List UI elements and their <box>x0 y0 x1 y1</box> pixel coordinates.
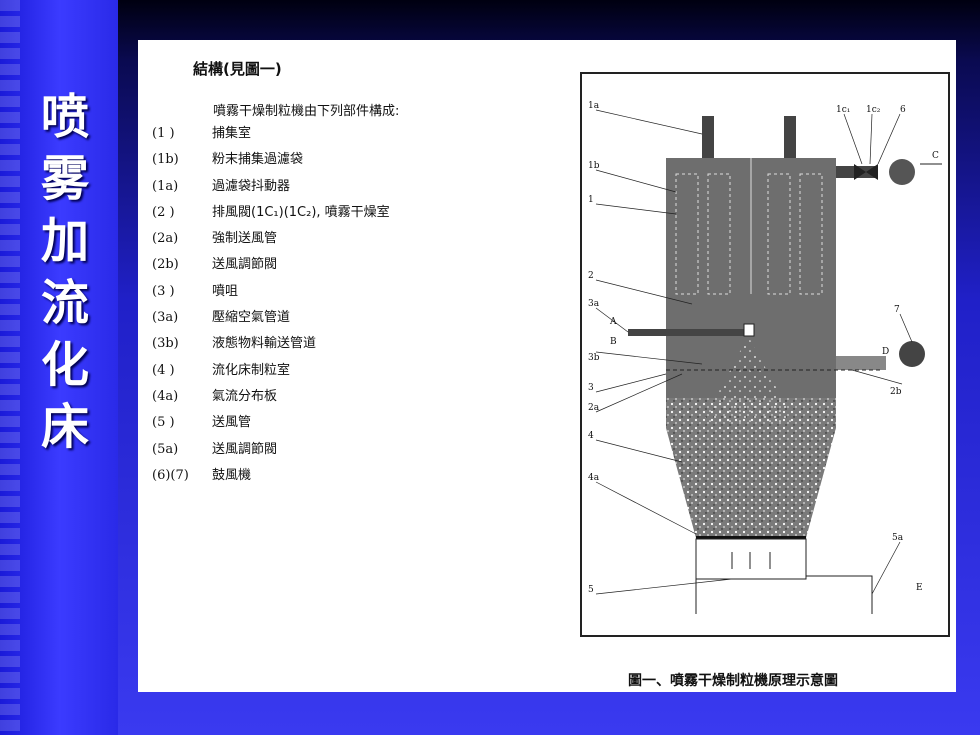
part-code: (1 ) <box>152 126 175 141</box>
part-code: (2b) <box>152 257 179 273</box>
label-C: C <box>932 151 939 161</box>
title-char: 流 <box>40 275 89 331</box>
label-3b: 3b <box>588 353 600 363</box>
valve-1c2 <box>866 164 878 180</box>
spray-granulator-diagram: 1a 1b 1 2 3a A B 3b 3 2a 4 4a 5 1c₁ 1c₂ … <box>588 101 942 614</box>
label-5: 5 <box>588 585 594 595</box>
part-code: (3b) <box>152 336 179 352</box>
label-2b: 2b <box>890 387 902 397</box>
part-label: 氣流分布板 <box>212 388 278 404</box>
part-label: 粉末捕集過濾袋 <box>212 152 304 168</box>
spray-nozzle <box>743 323 755 337</box>
part-label: 噴咀 <box>212 283 239 299</box>
spray-cone <box>702 336 796 424</box>
part-code: (6)(7) <box>152 467 189 483</box>
feed-pipe <box>628 329 746 336</box>
part-code: (5 ) <box>152 415 175 431</box>
upflow-arrows <box>731 552 771 569</box>
plenum <box>695 538 807 580</box>
part-code: (3 ) <box>152 283 175 299</box>
label-2: 2 <box>588 271 594 281</box>
label-B: B <box>610 337 617 347</box>
part-code: (1a) <box>152 178 179 194</box>
part-item: (2 ) 排風閥(1C₁)(1C₂), 噴霧干燥室 <box>152 201 390 227</box>
part-code: (2a) <box>152 231 179 247</box>
filter-bags <box>675 173 823 295</box>
label-4a: 4a <box>588 473 600 483</box>
title-char: 雾 <box>40 151 89 207</box>
part-code: (1b) <box>152 152 179 168</box>
part-label: 壓縮空氣管道 <box>212 310 291 326</box>
parts-list: (1 ) 捕集室 (1b) 粉末捕集過濾袋 (1a) 過濾袋抖動器 (2 ) 排風閥(1… <box>152 122 390 490</box>
label-4: 4 <box>588 431 594 441</box>
part-label: 送風調節閥 <box>212 257 278 273</box>
label-E: E <box>916 583 923 593</box>
stack-right <box>784 116 796 160</box>
label-5a: 5a <box>892 533 904 543</box>
intro-text: 噴霧干燥制粒機由下列部件構成: <box>213 104 400 119</box>
part-label: 捕集室 <box>212 126 252 141</box>
part-item: (1a) 過濾袋抖動器 <box>152 175 390 201</box>
part-item: (4a) 氣流分布板 <box>152 385 390 411</box>
part-code: (2 ) <box>152 204 175 220</box>
part-code: (4 ) <box>152 362 175 378</box>
title-char: 加 <box>40 213 89 269</box>
part-label: 送風管 <box>212 415 252 431</box>
label-D: D <box>882 347 889 357</box>
part-item: (4 ) 流化床制粒室 <box>152 359 390 385</box>
part-item: (6)(7) 鼓風機 <box>152 464 390 490</box>
blower-7 <box>899 341 925 367</box>
part-item: (2b) 送風調節閥 <box>152 253 390 279</box>
part-label: 鼓風機 <box>212 467 252 483</box>
part-label: 流化床制粒室 <box>212 362 291 378</box>
inlet-pipe-2a <box>836 356 886 370</box>
slide-title: 喷 雾 加 流 化 床 <box>30 86 100 458</box>
label-6: 6 <box>900 105 906 115</box>
air-inlet-duct <box>805 575 873 614</box>
title-char: 床 <box>40 399 89 455</box>
part-code: (4a) <box>152 388 179 404</box>
label-1a: 1a <box>588 101 600 111</box>
part-item: (1b) 粉末捕集過濾袋 <box>152 148 390 174</box>
decor-squares <box>0 0 20 735</box>
part-item: (1 ) 捕集室 <box>152 122 390 148</box>
left-decor-bar <box>0 0 118 735</box>
title-char: 喷 <box>40 89 89 145</box>
part-item: (5 ) 送風管 <box>152 411 390 437</box>
title-char: 化 <box>40 337 89 393</box>
part-label: 過濾袋抖動器 <box>212 178 291 194</box>
label-2a: 2a <box>588 403 600 413</box>
part-code: (3a) <box>152 310 179 326</box>
figure-caption: 圖一、噴霧干燥制粒機原理示意圖 <box>628 673 838 689</box>
label-A: A <box>609 317 617 327</box>
part-label: 排風閥(1C₁)(1C₂), 噴霧干燥室 <box>212 204 390 220</box>
stack-left <box>702 116 714 160</box>
distributor-plate <box>696 536 806 539</box>
valve-1c1 <box>854 164 866 180</box>
part-item: (2a) 強制送風管 <box>152 227 390 253</box>
part-code: (5a) <box>152 441 179 457</box>
part-label: 液態物料輸送管道 <box>212 336 317 352</box>
label-1: 1 <box>588 195 594 205</box>
part-item: (3a) 壓縮空氣管道 <box>152 306 390 332</box>
part-label: 送風調節閥 <box>212 441 278 457</box>
figure-panel: 結構(見圖一) 噴霧干燥制粒機由下列部件構成: (1 ) 捕集室 (1b) 粉末捕集… <box>138 40 956 692</box>
part-label: 強制送風管 <box>212 231 278 247</box>
label-7: 7 <box>894 305 900 315</box>
blower-6 <box>889 159 915 185</box>
label-1b: 1b <box>588 161 600 171</box>
part-item: (5a) 送風調節閥 <box>152 438 390 464</box>
granulation-chamber <box>666 398 836 538</box>
part-item: (3 ) 噴咀 <box>152 280 390 306</box>
label-1c2: 1c₂ <box>866 105 881 115</box>
label-1c1: 1c₁ <box>836 105 850 115</box>
label-3: 3 <box>588 383 594 393</box>
leader-lines <box>595 109 913 595</box>
section-heading: 結構(見圖一) <box>193 60 282 78</box>
part-item: (3b) 液態物料輸送管道 <box>152 332 390 358</box>
label-3a: 3a <box>588 299 600 309</box>
diagram-frame: 1a 1b 1 2 3a A B 3b 3 2a 4 4a 5 1c₁ 1c₂ … <box>580 72 950 637</box>
